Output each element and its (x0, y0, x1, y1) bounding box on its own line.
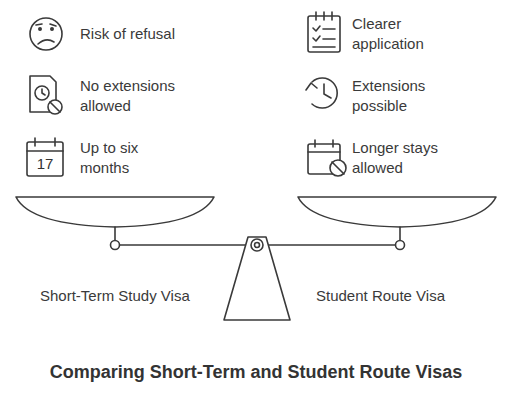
label-slot: Longer stays allowed (352, 138, 452, 178)
diagram-title: Comparing Short-Term and Student Route V… (46, 360, 466, 385)
long-stay-icon (308, 140, 346, 176)
item-text: Longer stays allowed (352, 138, 452, 178)
label-slot: Clearer application (352, 14, 452, 54)
item-text: Up to six months (80, 138, 188, 178)
item-text: Clearer application (352, 14, 452, 54)
title-slot: Comparing Short-Term and Student Route V… (46, 360, 466, 385)
sad-face-icon (30, 18, 62, 50)
label-slot: No extensions allowed (80, 76, 188, 116)
item-text: Extensions possible (352, 76, 452, 116)
calendar-number: 17 (27, 156, 63, 172)
no-extension-icon (30, 76, 62, 114)
item-text: No extensions allowed (80, 76, 188, 116)
label-slot: Extensions possible (352, 76, 452, 116)
checklist-icon (308, 12, 340, 52)
balance-scale (16, 197, 496, 320)
label-slot: Risk of refusal (80, 24, 230, 44)
label-slot: Student Route Visa (316, 286, 491, 306)
label-slot: 17 (27, 156, 63, 172)
item-text: Risk of refusal (80, 24, 230, 44)
clock-arrow-icon (306, 78, 337, 108)
scale-side-label: Short-Term Study Visa (40, 286, 190, 306)
label-slot: Up to six months (80, 138, 188, 178)
calendar-icon (27, 138, 63, 176)
scale-side-label: Student Route Visa (316, 286, 491, 306)
label-slot: Short-Term Study Visa (40, 286, 190, 306)
